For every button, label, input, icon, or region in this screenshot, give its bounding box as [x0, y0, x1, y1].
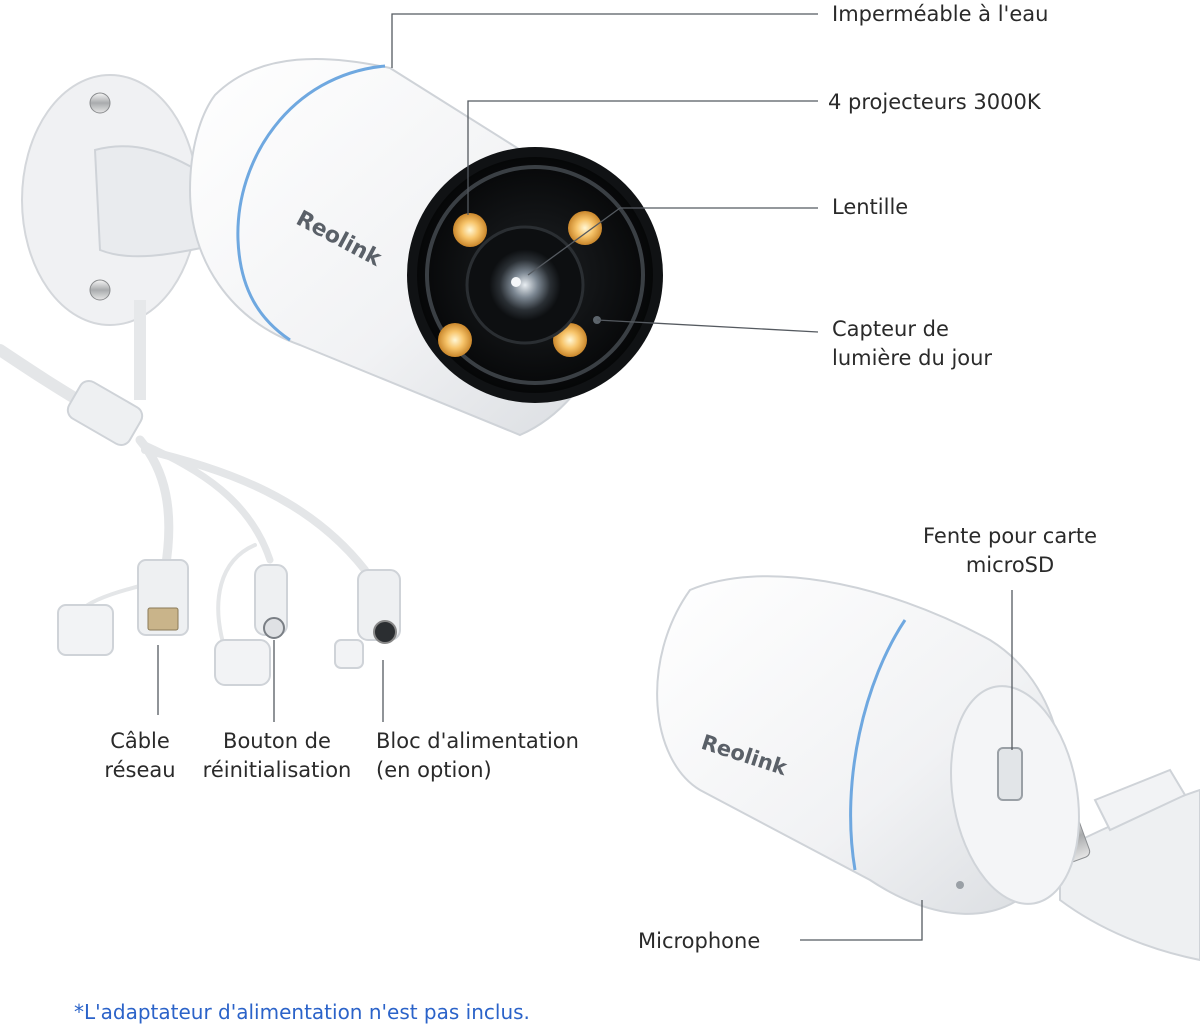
callout-daylight-line1: Capteur de — [832, 317, 949, 341]
leader-lines — [157, 13, 1013, 941]
lens-glint — [511, 277, 521, 287]
leader-microphone — [800, 900, 923, 941]
callout-network-cable: Câble réseau — [100, 727, 180, 785]
callout-daylight-sensor: Capteur de lumière du jour — [832, 315, 992, 373]
blue-ring — [849, 619, 907, 871]
connectors — [57, 559, 401, 686]
mount-clip — [1093, 768, 1187, 832]
network-lead — [135, 435, 174, 575]
leader-spotlights — [467, 100, 818, 215]
callout-reset-button: Bouton de réinitialisation — [192, 727, 362, 785]
callout-waterproof-text: Imperméable à l'eau — [832, 2, 1049, 26]
face-highlight-ring — [425, 165, 645, 385]
callout-power-line1: Bloc d'alimentation — [376, 729, 579, 753]
callout-lens: Lentille — [832, 193, 908, 222]
callout-microsd-line2: microSD — [965, 553, 1055, 577]
microsd-slot — [997, 747, 1023, 801]
callout-microsd-slot: Fente pour carte microSD — [905, 522, 1115, 580]
callout-daylight-line2: lumière du jour — [832, 346, 993, 370]
power-cap — [334, 639, 364, 669]
cable-bundle — [0, 344, 369, 652]
reset-cap — [214, 639, 271, 686]
callout-power-line2: (en option) — [376, 758, 492, 782]
callout-reset-line1: Bouton de — [223, 729, 331, 753]
cap-tether — [216, 543, 257, 652]
callout-reset-line2: réinitialisation — [202, 758, 352, 782]
callout-lens-text: Lentille — [832, 195, 909, 219]
dc-port — [373, 620, 397, 644]
spotlight-led — [438, 323, 472, 357]
footnote: *L'adaptateur d'alimentation n'est pas i… — [74, 1000, 530, 1024]
callout-power-block: Bloc d'alimentation (en option) — [376, 727, 579, 785]
power-lead — [141, 446, 369, 574]
screw-icon — [89, 92, 111, 114]
rear-camera: Reolink — [656, 575, 1200, 962]
callout-waterproof: Imperméable à l'eau — [832, 0, 1048, 29]
blue-ring — [236, 64, 386, 342]
leader-daylight — [596, 319, 819, 333]
callout-microphone: Microphone — [638, 927, 760, 956]
spotlight-led — [453, 213, 487, 247]
callout-spotlights-text: 4 projecteurs 3000K — [828, 90, 1041, 114]
ethernet-port — [147, 607, 179, 631]
callout-spotlights: 4 projecteurs 3000K — [828, 88, 1041, 117]
screw-icon — [89, 279, 111, 301]
lens — [489, 249, 561, 321]
callout-microsd-line1: Fente pour carte — [923, 524, 1097, 548]
callout-microphone-text: Microphone — [638, 929, 761, 953]
leader-lens — [527, 207, 818, 276]
reset-button-icon — [263, 617, 285, 639]
spotlight-led — [568, 211, 602, 245]
callout-network-line1: Câble — [110, 729, 170, 753]
microphone-hole — [956, 881, 964, 889]
leader-waterproof — [391, 13, 818, 68]
network-cap — [57, 604, 114, 656]
cable-junction — [66, 379, 144, 447]
main-camera: Reolink — [21, 58, 663, 437]
callout-network-line2: réseau — [104, 758, 176, 782]
